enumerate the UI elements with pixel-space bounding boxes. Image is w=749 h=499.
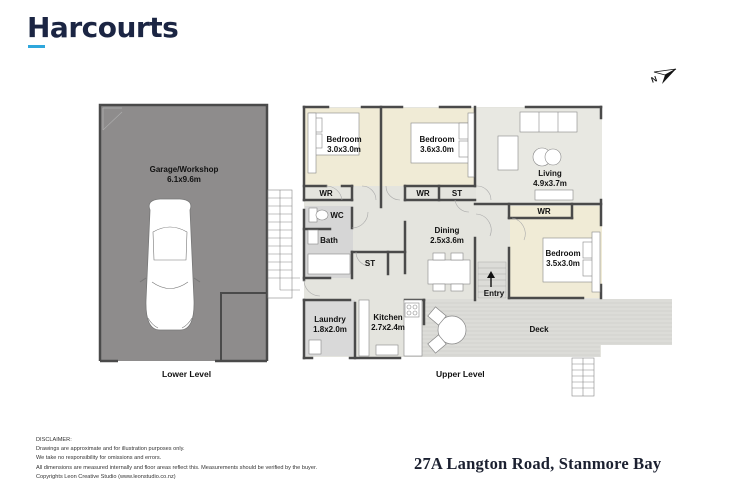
- logo-accent-bar: [28, 45, 45, 48]
- harcourts-logo: Harcourts: [27, 11, 179, 44]
- garage-workshop: [98, 103, 269, 363]
- room-label-entry: Entry: [483, 289, 505, 298]
- entry-steps: [477, 261, 507, 299]
- room-name: Bedroom: [545, 249, 581, 258]
- disclaimer-line: We take no responsibility for omissions …: [36, 455, 162, 462]
- room-name: Laundry: [314, 315, 346, 324]
- label-st-2: ST: [364, 259, 376, 268]
- room-name: Garage/Workshop: [149, 165, 219, 174]
- room-name: Bedroom: [419, 135, 455, 144]
- label-wr-2: WR: [416, 189, 430, 198]
- room-size: 6.1x9.6m: [167, 175, 201, 184]
- room-size: 2.5x3.6m: [430, 236, 464, 245]
- bathroom-fixtures: [307, 207, 423, 357]
- room-label-living: Living 4.9x3.7m: [528, 169, 572, 189]
- room-size: 2.7x2.4m: [371, 323, 405, 332]
- upper-level-caption: Upper Level: [436, 369, 485, 379]
- property-address: 27A Langton Road, Stanmore Bay: [414, 454, 662, 473]
- car-icon: [139, 198, 201, 331]
- bed-icons: [307, 112, 601, 293]
- stairs-west: [267, 189, 300, 299]
- deck: [405, 299, 672, 357]
- room-size: 3.0x3.0m: [327, 145, 361, 154]
- room-label-deck: Deck: [529, 325, 549, 334]
- room-label-garage: Garage/Workshop 6.1x9.6m: [142, 165, 226, 185]
- room-label-kitchen: Kitchen 2.7x2.4m: [366, 313, 410, 333]
- north-arrow-icon: N: [650, 68, 677, 85]
- disclaimer-line: Drawings are approximate and for illustr…: [36, 446, 185, 453]
- room-size: 3.5x3.0m: [546, 259, 580, 268]
- room-size: 3.6x3.0m: [420, 145, 454, 154]
- stairs-deck: [571, 357, 595, 397]
- room-label-laundry: Laundry 1.8x2.0m: [308, 315, 352, 335]
- label-wr-3: WR: [537, 207, 551, 216]
- label-wr-1: WR: [319, 189, 333, 198]
- room-size: 4.9x3.7m: [533, 179, 567, 188]
- disclaimer-line: Copyrights Leon Creative Studio (www.leo…: [36, 473, 176, 480]
- room-label-bedroom-2: Bedroom 3.6x3.0m: [414, 135, 460, 155]
- living-furniture: [497, 111, 578, 201]
- label-bath: Bath: [320, 236, 338, 245]
- room-name: Dining: [434, 226, 460, 235]
- entry-arrow-icon: [487, 271, 495, 287]
- room-name: Living: [538, 169, 562, 178]
- label-st-1: ST: [451, 189, 463, 198]
- room-label-bedroom-3: Bedroom 3.5x3.0m: [540, 249, 586, 269]
- disclaimer-title: DISCLAIMER:: [36, 437, 72, 443]
- room-label-dining: Dining 2.5x3.6m: [424, 226, 470, 246]
- dining-table: [427, 252, 471, 292]
- room-label-bedroom-1: Bedroom 3.0x3.0m: [322, 135, 366, 155]
- label-wc: WC: [330, 211, 344, 220]
- room-name: Kitchen: [373, 313, 403, 322]
- svg-text:N: N: [650, 74, 659, 85]
- lower-level-caption: Lower Level: [162, 369, 212, 379]
- disclaimer: DISCLAIMER: Drawings are approximate and…: [36, 436, 317, 482]
- room-name: Bedroom: [326, 135, 362, 144]
- room-size: 1.8x2.0m: [313, 325, 347, 334]
- disclaimer-line: All dimensions are measured internally a…: [36, 464, 318, 471]
